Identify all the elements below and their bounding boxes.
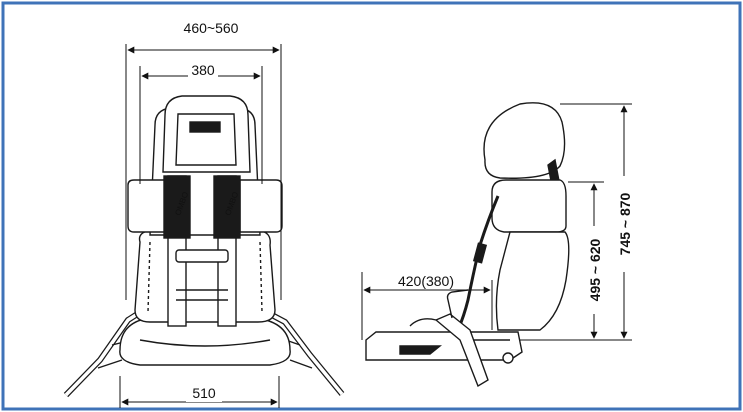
front-seat-cushion [119, 317, 291, 366]
side-lower-back [495, 231, 570, 331]
side-view [365, 102, 570, 388]
side-seat-base [365, 331, 523, 361]
side-pivot-knob [502, 352, 514, 364]
base-width-label: 510 [192, 385, 216, 401]
front-headrest-badge [189, 121, 221, 133]
seat-depth-label: 420(380) [398, 273, 454, 289]
front-strap-pad-left [163, 175, 191, 239]
front-strap-pad-right [213, 175, 241, 239]
side-headrest [483, 102, 566, 179]
side-support-leg [434, 313, 489, 388]
inner-width-label: 380 [191, 62, 215, 78]
front-wing-right [239, 179, 283, 233]
front-lower-back [134, 229, 276, 323]
front-buckle [175, 249, 229, 263]
side-harness-cable [456, 195, 500, 331]
seat-height-label: 495 ~ 620 [587, 238, 603, 301]
total-height-label: 745 ~ 870 [617, 192, 633, 255]
front-headrest [162, 95, 251, 173]
outer-width-label: 460~560 [184, 20, 239, 36]
side-upper-back [491, 179, 567, 233]
front-view [63, 95, 345, 398]
